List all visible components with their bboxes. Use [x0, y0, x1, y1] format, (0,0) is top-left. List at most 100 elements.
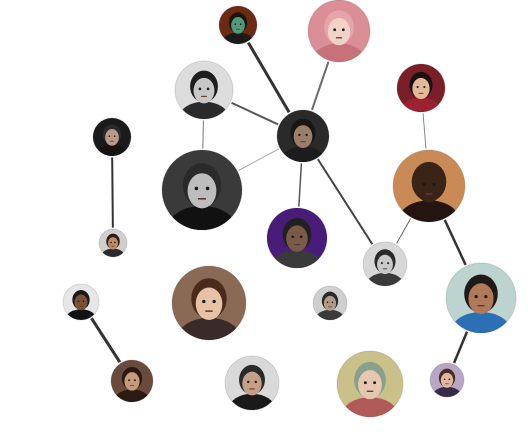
avatar-man-bw-close[interactable]: [160, 148, 244, 251]
avatar-face: [293, 125, 313, 148]
avatar-pink-hair[interactable]: [306, 0, 372, 78]
avatar-mouth: [129, 385, 135, 387]
avatar-man-hoodie[interactable]: [311, 284, 349, 329]
avatar-border: [218, 5, 258, 45]
avatar-eye: [291, 235, 295, 239]
avatar-woman-short-hair[interactable]: [361, 240, 409, 298]
avatar-eye: [108, 135, 111, 138]
avatar-photo: [313, 286, 347, 320]
avatar-shoulders: [315, 309, 345, 320]
avatar-eye: [110, 241, 112, 244]
avatar-woman-glasses[interactable]: [395, 62, 447, 125]
avatar-face: [242, 371, 262, 396]
avatar-shoulders: [271, 250, 323, 268]
avatar-mouth: [79, 305, 83, 307]
avatar-border: [266, 207, 328, 269]
avatar-shoulders: [95, 144, 129, 156]
avatar-mouth: [366, 390, 374, 392]
avatar-speaker-stage[interactable]: [265, 206, 329, 284]
avatar-border: [307, 0, 371, 63]
avatar-face: [107, 237, 119, 250]
avatar-photo: [175, 61, 233, 119]
avatar-border: [98, 228, 128, 258]
avatar-border: [110, 359, 154, 403]
avatar-photo: [219, 6, 257, 44]
avatar-eye: [299, 235, 303, 239]
avatar-border: [312, 285, 348, 321]
avatar-eye: [133, 379, 136, 382]
avatar-shoulders: [229, 393, 275, 410]
avatar-eye: [298, 133, 301, 137]
avatar-bald-man[interactable]: [91, 116, 133, 166]
avatar-hand-beard[interactable]: [109, 358, 155, 413]
avatar-woman-long-hair[interactable]: [428, 361, 466, 406]
avatar-eye: [484, 295, 488, 299]
avatar-mouth: [294, 244, 300, 246]
avatar-border: [362, 241, 408, 287]
avatar-eye: [331, 301, 334, 304]
avatar-eye: [202, 299, 206, 304]
avatar-smiling-man-small[interactable]: [97, 227, 129, 265]
avatar-border: [174, 60, 234, 120]
avatar-photo: [393, 150, 465, 222]
avatar-eye: [380, 262, 383, 265]
avatar-face: [323, 295, 337, 311]
avatar-mouth: [418, 92, 424, 94]
avatar-border: [396, 63, 446, 113]
avatar-eye: [212, 299, 216, 304]
avatar-mouth: [110, 140, 114, 142]
avatar-shoulders: [114, 389, 150, 402]
avatar-face: [231, 17, 245, 34]
avatar-eye: [432, 182, 436, 187]
avatar-border: [336, 350, 404, 418]
avatar-man-slick-hair[interactable]: [223, 354, 281, 424]
avatar-mouth: [425, 193, 433, 195]
avatar-eye: [373, 381, 377, 385]
avatar-mouth: [477, 305, 485, 307]
avatar-woman-bw[interactable]: [173, 59, 235, 134]
avatar-face: [124, 372, 140, 391]
avatar-photo: [99, 229, 127, 257]
avatar-photo: [397, 64, 445, 112]
avatar-illustrated-girl[interactable]: [335, 349, 405, 434]
avatar-photo: [93, 118, 131, 156]
avatar-winking-woman[interactable]: [170, 264, 248, 359]
avatar-eye: [326, 301, 329, 304]
avatar-border: [161, 149, 243, 231]
avatar-eye: [254, 380, 257, 384]
avatar-shoulders: [65, 309, 97, 320]
avatar-border: [276, 109, 330, 163]
avatar-eye: [128, 379, 131, 382]
avatar-face: [195, 287, 223, 321]
avatar-mouth: [111, 245, 115, 247]
avatar-mouth: [328, 306, 332, 308]
node-layer: [61, 0, 518, 434]
avatar-photo: [363, 242, 407, 286]
avatar-border: [92, 117, 132, 157]
avatar-eye: [198, 87, 202, 91]
avatar-border: [62, 283, 100, 321]
avatar-green-mask[interactable]: [217, 4, 259, 54]
avatar-man-sunglasses[interactable]: [61, 282, 101, 330]
avatar-shoulders: [221, 32, 255, 44]
avatar-face: [327, 17, 351, 46]
avatar-shoulders: [400, 97, 442, 112]
avatar-face: [412, 77, 430, 100]
avatar-man-cap-beard[interactable]: [444, 261, 518, 351]
avatar-photo: [430, 363, 464, 397]
avatar-photo: [225, 356, 279, 410]
avatar-eye: [474, 295, 478, 299]
avatar-eye: [114, 241, 116, 244]
avatar-eye: [416, 85, 419, 89]
avatar-border: [429, 362, 465, 398]
avatar-camera-sunset[interactable]: [391, 148, 467, 241]
avatar-photo: [446, 263, 516, 333]
avatar-eye: [77, 300, 80, 303]
avatar-bearded-man[interactable]: [275, 108, 331, 176]
avatar-eye: [422, 182, 426, 187]
avatar-shoulders: [451, 312, 511, 333]
avatar-face: [187, 173, 217, 209]
avatar-border: [171, 265, 247, 341]
avatar-mouth: [445, 383, 449, 385]
